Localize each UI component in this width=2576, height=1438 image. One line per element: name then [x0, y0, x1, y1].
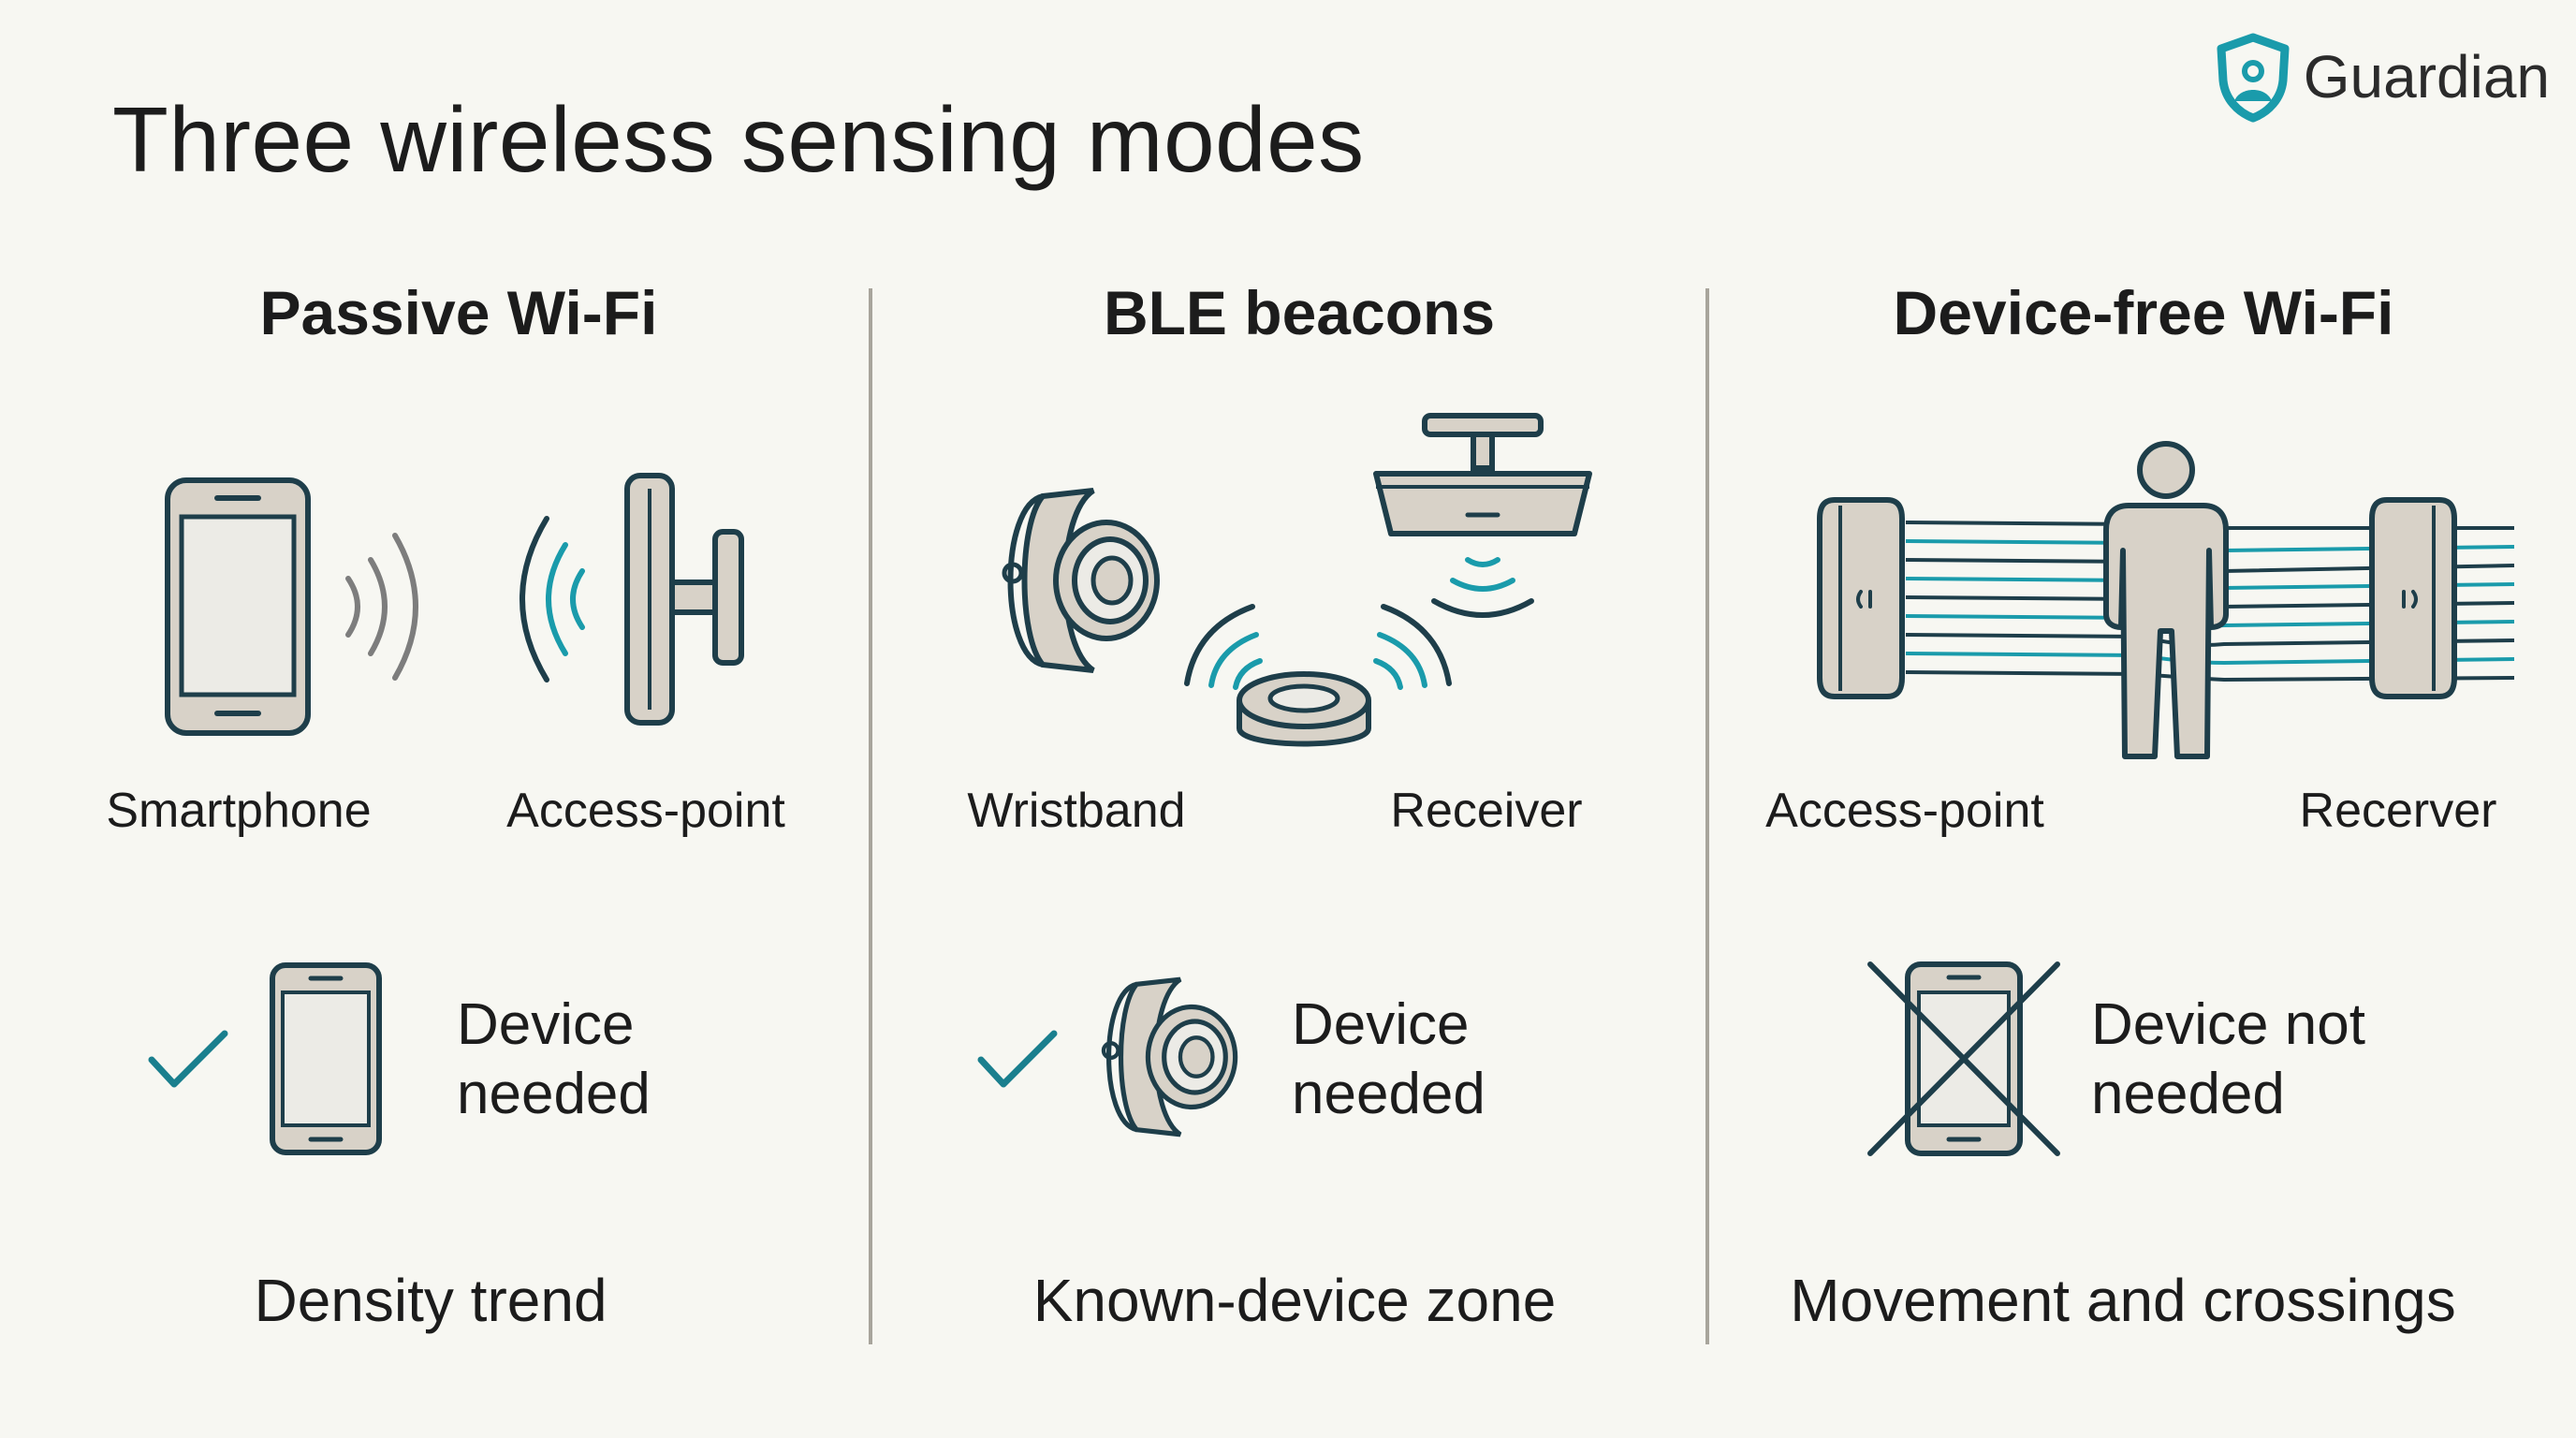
- receiver-waves-icon: [1431, 557, 1534, 618]
- column-divider-1: [869, 288, 872, 1344]
- column-ble-beacons: BLE beacons Wristband Receiver: [878, 0, 1702, 1438]
- page-title: Three wireless sensing modes: [112, 88, 1365, 191]
- column-title: BLE beacons: [1103, 278, 1496, 347]
- column-passive-wifi: Passive Wi-Fi Smartphone Access-point De…: [56, 0, 861, 1438]
- access-point-icon: [624, 473, 744, 726]
- access-point-panel-icon: [1817, 497, 1905, 699]
- check-icon: [977, 1030, 1058, 1088]
- brand-logo: Guardian: [2216, 33, 2550, 123]
- smartphone-small-icon: [270, 962, 382, 1155]
- requirement-line-1: Device: [1292, 992, 1470, 1057]
- ble-waves-left-icon: [1184, 604, 1263, 690]
- no-device-icon: [1867, 961, 2060, 1156]
- column-title: Device-free Wi-Fi: [1893, 278, 2394, 347]
- requirement-text: Device needed: [1292, 990, 1486, 1129]
- brand-name: Guardian: [2303, 43, 2550, 110]
- mode-summary: Known-device zone: [1032, 1267, 1557, 1334]
- label-access-point: Access-point: [1765, 784, 2044, 838]
- label-wristband: Wristband: [967, 784, 1186, 838]
- person-icon: [2103, 441, 2229, 759]
- mode-summary: Density trend: [254, 1267, 607, 1334]
- signal-waves-grey-icon: [345, 533, 418, 681]
- requirement-line-1: Device: [457, 992, 635, 1057]
- label-receiver: Receiver: [1390, 784, 1583, 838]
- column-divider-2: [1705, 288, 1709, 1344]
- wristband-icon: [1002, 488, 1160, 673]
- requirement-line-2: needed: [457, 1062, 651, 1126]
- mode-summary: Movement and crossings: [1790, 1267, 2456, 1334]
- label-access-point: Access-point: [506, 784, 785, 838]
- label-receiver: Recerver: [2299, 784, 2497, 838]
- requirement-text: Device needed: [457, 990, 651, 1129]
- receiver-panel-icon: [2369, 497, 2457, 699]
- label-smartphone: Smartphone: [106, 784, 372, 838]
- smartphone-icon: [165, 477, 311, 736]
- ceiling-receiver-icon: [1373, 413, 1592, 536]
- check-icon: [148, 1030, 228, 1088]
- beacon-puck-icon: [1237, 671, 1371, 747]
- wristband-small-icon: [1101, 976, 1238, 1137]
- column-device-free-wifi: Device-free Wi-Fi Access-point Recerver: [1713, 0, 2555, 1438]
- shield-person-icon: [2217, 33, 2290, 123]
- requirement-line-2: needed: [1292, 1062, 1486, 1126]
- signal-waves-icon: [520, 516, 585, 682]
- requirement-text: Device not needed: [2091, 990, 2365, 1129]
- requirement-line-1: Device not: [2091, 992, 2365, 1057]
- column-title: Passive Wi-Fi: [259, 278, 658, 347]
- ble-waves-right-icon: [1373, 604, 1452, 690]
- requirement-line-2: needed: [2091, 1062, 2285, 1126]
